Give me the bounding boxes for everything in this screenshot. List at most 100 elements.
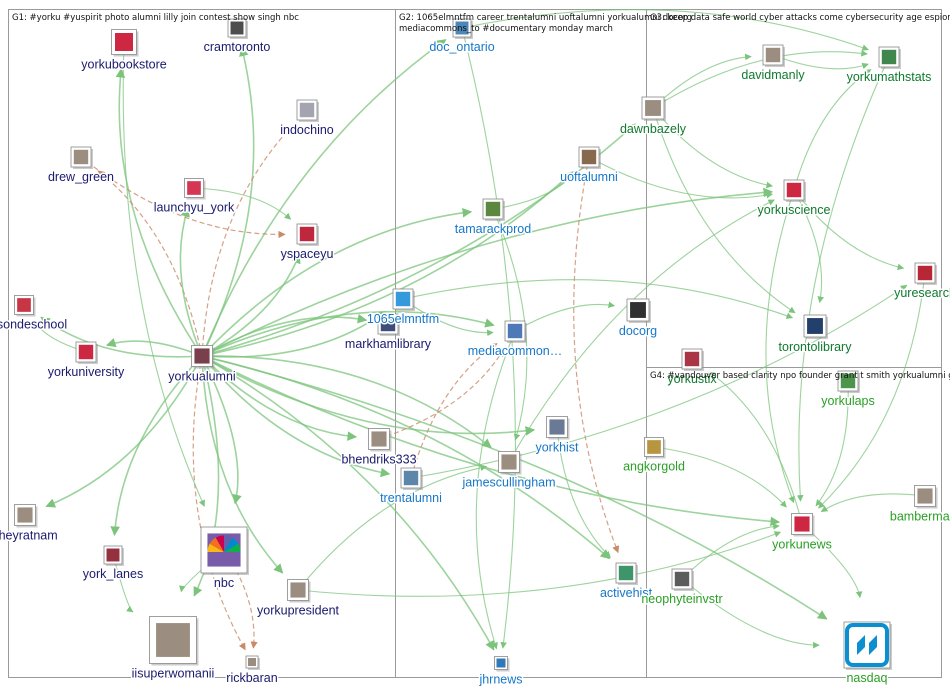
edge-yorkualumni-drew_green (97, 170, 203, 357)
edge-yorkualumni-yorkunews (201, 355, 781, 527)
nasdaq-mark (857, 635, 877, 655)
node-doc_ontario[interactable]: doc_ontario (428, 18, 496, 56)
edge-yorkubookstore-nbc (122, 41, 205, 507)
node-yorkulaps[interactable]: yorkulaps (820, 370, 876, 410)
node-drew_green[interactable]: drew_green (46, 146, 116, 186)
peacock-feather (224, 543, 241, 552)
node-yorkuscience[interactable]: yorkuscience (756, 179, 832, 219)
node-label-yorkumathstats: yorkumathstats (847, 70, 932, 84)
node-iisuperwomanii[interactable]: iisuperwomanii (130, 616, 216, 682)
node-label-docorg: docorg (619, 324, 657, 338)
edge-yorkualumni-jamescullingham (201, 355, 492, 449)
node-docorg[interactable]: docorg (617, 298, 659, 340)
node-jhrnews[interactable]: jhrnews (477, 656, 524, 688)
edge-yorkuscience-torontolibrary (793, 189, 824, 304)
bookstore-avatar-fill (115, 33, 133, 51)
node-rickbaran[interactable]: rickbaran (225, 655, 279, 687)
node-label-angkorgold: angkorgold (623, 460, 685, 474)
node-label-yorkuniversity: yorkuniversity (48, 365, 125, 379)
node-label-york_lanes: york_lanes (83, 567, 143, 581)
node-label-yorkhist: yorkhist (535, 441, 579, 455)
edge-yorkualumni-york_lanes (110, 355, 203, 537)
node-yorkunews[interactable]: yorkunews (771, 513, 833, 553)
person-avatar-fill (501, 454, 517, 470)
node-label-lassondeschool: lassondeschool (0, 318, 67, 332)
node-cramtoronto[interactable]: cramtoronto (202, 18, 272, 56)
node-launchyu_york[interactable]: launchyu_york (152, 178, 237, 216)
group-title-g1: G1: #yorku #yuspirit photo alumni lilly … (12, 13, 299, 23)
node-activehist[interactable]: activehist (598, 562, 654, 602)
edge-yorkualumni-nbc (201, 355, 242, 505)
node-jamescullingham[interactable]: jamescullingham (460, 451, 557, 491)
edge-yorkualumni-yorkuscience (201, 187, 774, 357)
group-title-g4: G4: #vandouver based clarity npo founder… (650, 371, 950, 381)
edge-yorkualumni-nasdaq (201, 355, 828, 620)
edge-yorkupresident-yorkunews (297, 531, 782, 597)
peacock-feather (224, 535, 233, 552)
node-label-yorkualumni: yorkualumni (168, 370, 235, 384)
node-mediacommons[interactable]: mediacommon… (466, 320, 564, 360)
edge-mediacommons-docorg (514, 301, 616, 332)
tamarack-avatar-fill (485, 201, 501, 217)
lassonde-avatar-fill (17, 298, 31, 312)
node-1065elmntfm[interactable]: 1065elmntfm (365, 288, 441, 328)
node-yorkuniversity[interactable]: yorkuniversity (46, 341, 126, 381)
node-yuresearch[interactable]: yuresearch (893, 262, 950, 302)
edge-1065elmntfm-torontolibrary (402, 279, 794, 319)
edge-yorkualumni-mediacommons (201, 310, 495, 357)
node-trentalumni[interactable]: trentalumni (379, 467, 443, 507)
node-torontolibrary[interactable]: torontolibrary (777, 314, 854, 356)
node-bambermarc[interactable]: bambermarc (888, 485, 950, 525)
edge-dawnbazely-yorkumathstats (652, 50, 868, 109)
node-cheyratnam[interactable]: cheyratnam (0, 504, 59, 544)
edge-yorkualumni-yorkupresident (201, 355, 284, 574)
node-davidmanly[interactable]: davidmanly (740, 44, 807, 84)
node-layer: yorkubookstore cramtoronto indochino drew_g… (0, 18, 950, 688)
node-label-torontolibrary: torontolibrary (779, 340, 853, 354)
node-angkorgold[interactable]: angkorgold (622, 437, 686, 475)
edge-dawnbazely-yorkuscience (652, 107, 774, 189)
node-label-doc_ontario: doc_ontario (429, 40, 494, 54)
edge-yorkualumni-doc_ontario (201, 38, 447, 357)
node-yorkhist[interactable]: yorkhist (534, 416, 581, 456)
node-markhamlibrary[interactable]: markhamlibrary (343, 313, 433, 353)
edge-yorkualumni-indochino (201, 125, 293, 357)
node-label-nasdaq: nasdaq (846, 671, 887, 685)
node-label-cramtoronto: cramtoronto (204, 40, 271, 54)
node-yorkustix[interactable]: yorkustix (666, 348, 719, 388)
trent-avatar-fill (403, 470, 419, 486)
node-lassondeschool[interactable]: lassondeschool (0, 295, 69, 333)
node-yspaceyu[interactable]: yspaceyu (279, 223, 335, 263)
laps-avatar-fill (840, 373, 856, 389)
node-bhendriks333[interactable]: bhendriks333 (340, 428, 418, 468)
edge-yorkunews-yorkustix (709, 371, 803, 525)
edge-doc_ontario-yorkumathstats (461, 9, 869, 51)
node-tamarackprod[interactable]: tamarackprod (453, 198, 533, 238)
node-dawnbazely[interactable]: dawnbazely (618, 96, 688, 138)
york-logo-avatar-fill (794, 516, 810, 532)
node-nbc[interactable]: nbc (200, 526, 249, 592)
edge-yorkupresident-jamescullingham (297, 464, 488, 591)
edge-uoftalumni-yorkuscience (588, 156, 774, 199)
node-yorkubookstore[interactable]: yorkubookstore (80, 29, 168, 73)
node-yorkupresident[interactable]: yorkupresident (256, 579, 341, 619)
person-avatar-fill (645, 100, 661, 116)
node-neophyteinvstr[interactable]: neophyteinvstr (640, 568, 724, 608)
node-nasdaq[interactable]: nasdaq (843, 621, 892, 687)
york-logo-avatar-fill (78, 344, 94, 360)
node-yorkualumni[interactable]: yorkualumni (167, 345, 237, 385)
node-label-iisuperwomanii: iisuperwomanii (132, 667, 215, 681)
node-uoftalumni[interactable]: uoftalumni (559, 146, 619, 186)
node-york_lanes[interactable]: york_lanes (81, 545, 145, 583)
group-title-g3: G3: keep data safe world cyber attacks c… (650, 13, 950, 23)
uoft-avatar-fill (581, 149, 597, 165)
jhr-avatar-fill (496, 658, 506, 668)
node-label-yspaceyu: yspaceyu (281, 247, 334, 261)
node-yorkumathstats[interactable]: yorkumathstats (845, 46, 933, 86)
edge-yorkualumni-trentalumni (201, 355, 391, 478)
node-indochino[interactable]: indochino (279, 99, 335, 139)
edge-drew_green-yspaceyu (80, 156, 286, 239)
cram-avatar-fill (230, 21, 244, 35)
edge-dawnbazely-torontolibrary (652, 107, 796, 314)
